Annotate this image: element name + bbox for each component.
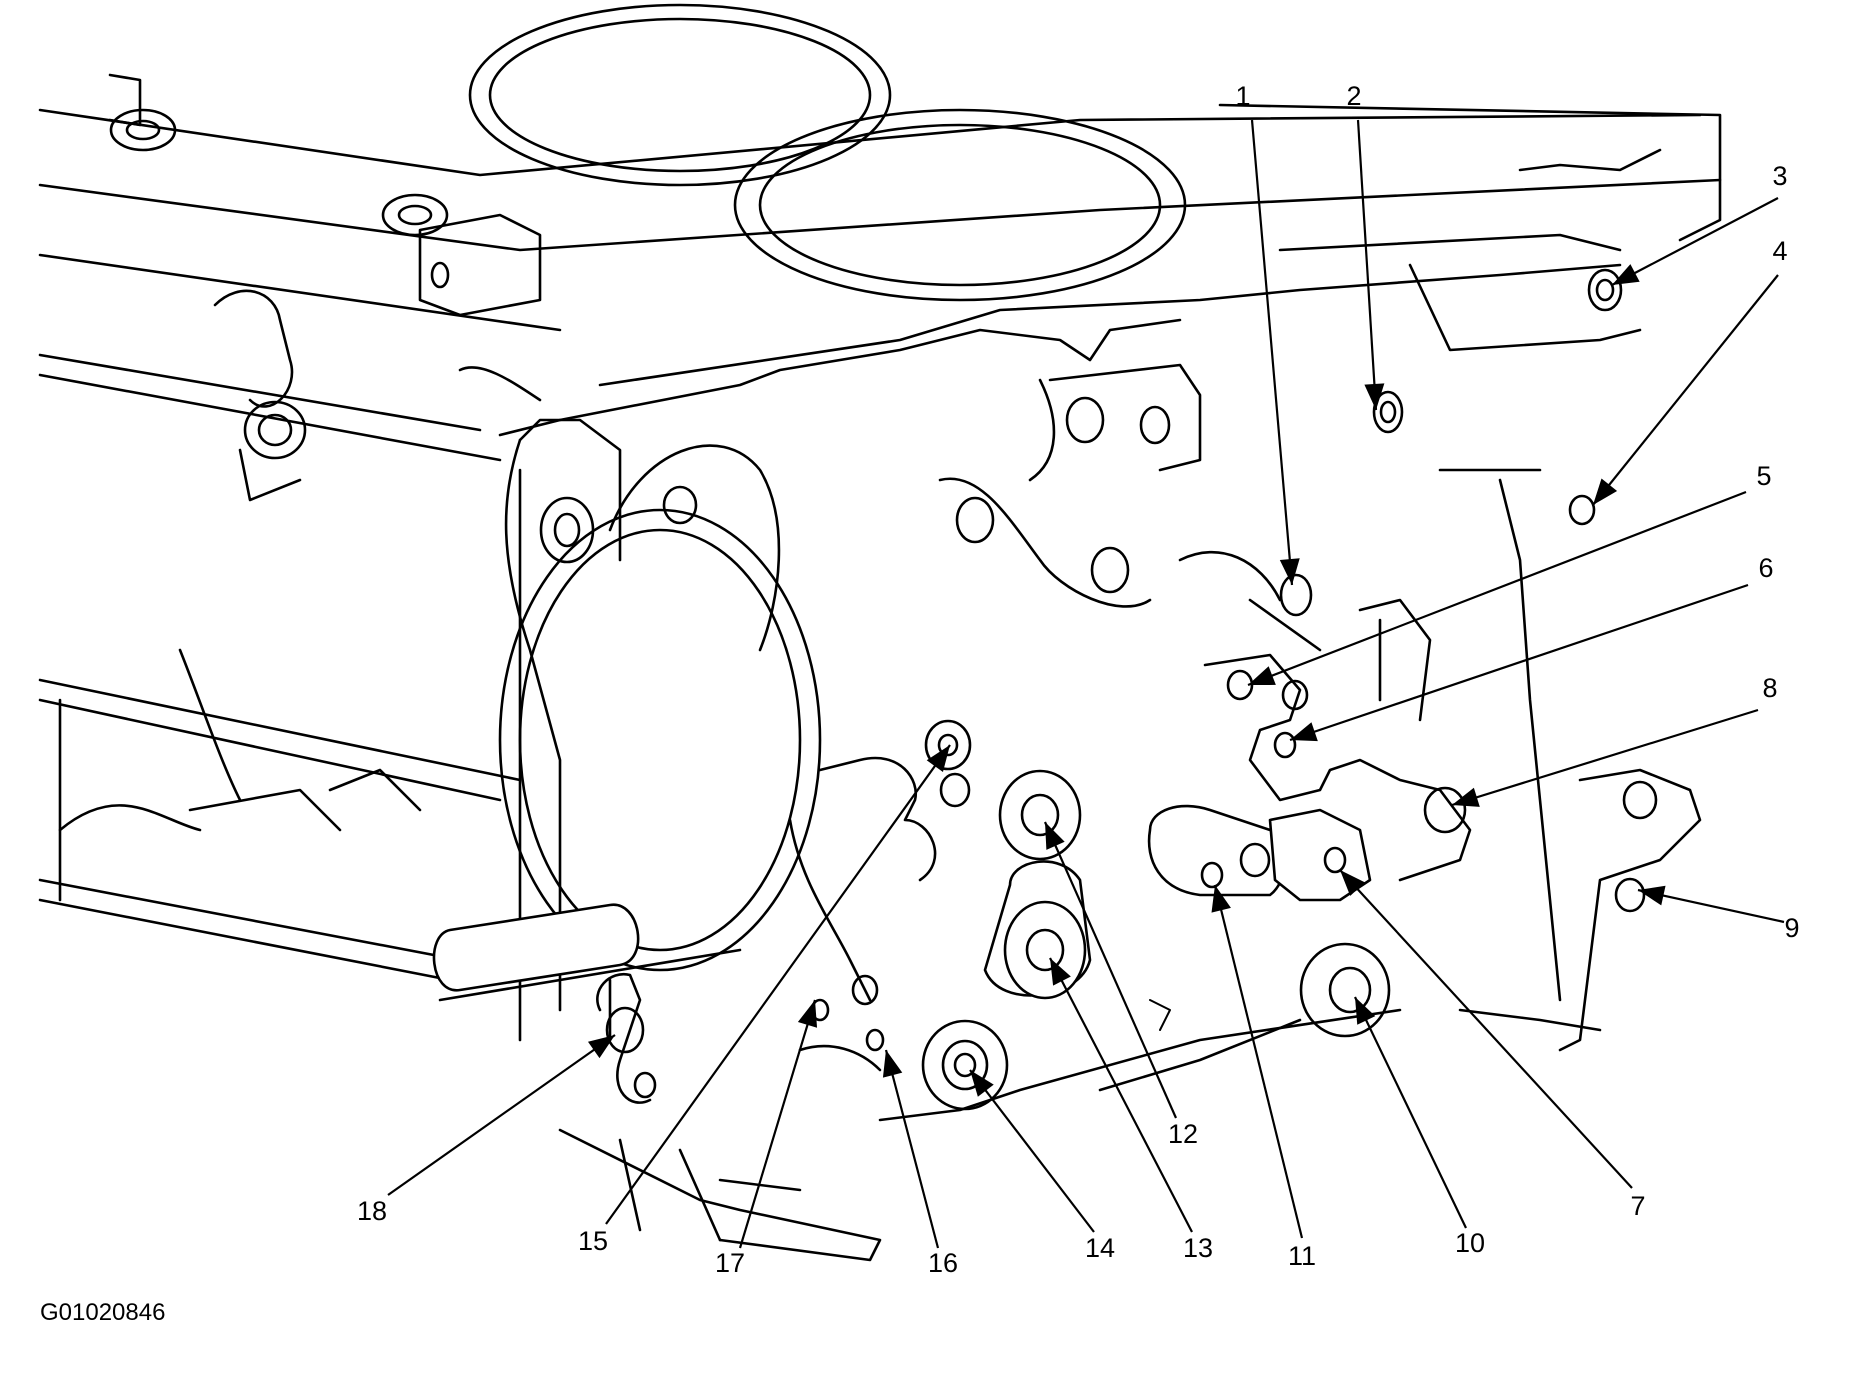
callout-6-label: 6	[1758, 553, 1773, 583]
callout-13-leader-line	[1049, 957, 1193, 1233]
callout-13-arrowhead	[1050, 958, 1071, 986]
callout-11-label: 11	[1288, 1241, 1316, 1271]
callout-7-leader-line	[1339, 869, 1633, 1189]
callout-5-leader-line	[1247, 490, 1747, 687]
callout-12-arrowhead	[1045, 822, 1065, 850]
callout-3-label: 3	[1772, 161, 1787, 191]
callout-10-leader-line	[1354, 996, 1467, 1229]
callout-17-leader-line	[738, 999, 817, 1249]
engine-block-illustration	[38, 3, 1722, 1262]
callout-7-arrowhead	[1340, 870, 1365, 896]
callout-17-label: 17	[715, 1248, 745, 1278]
callout-2-leader-line	[1356, 119, 1378, 411]
callout-17-arrowhead	[797, 1000, 818, 1028]
callout-14-arrowhead	[970, 1070, 994, 1097]
figure-code: G01020846	[40, 1299, 165, 1326]
callout-10-label: 10	[1455, 1228, 1485, 1258]
callout-3-leader-line	[1611, 197, 1779, 286]
callout-8-leader-line	[1451, 708, 1759, 807]
callout-1-label: 1	[1235, 81, 1250, 111]
callout-16-label: 16	[928, 1248, 958, 1278]
callout-1-leader-line	[1250, 119, 1294, 586]
callout-10-arrowhead	[1355, 997, 1376, 1025]
callout-4-label: 4	[1772, 236, 1787, 266]
callout-7-label: 7	[1630, 1191, 1645, 1221]
callout-3-arrowhead	[1612, 264, 1640, 285]
callout-12-label: 12	[1168, 1119, 1198, 1149]
callout-2-label: 2	[1346, 81, 1361, 111]
callout-18-leader-line	[387, 1034, 616, 1196]
callout-11-leader-line	[1213, 884, 1304, 1239]
callout-4-arrowhead	[1593, 478, 1618, 505]
callout-1-arrowhead	[1279, 558, 1300, 585]
callout-9-arrowhead	[1638, 885, 1666, 906]
callout-9-label: 9	[1784, 913, 1799, 943]
callout-4-leader-line	[1592, 274, 1779, 506]
callout-13-label: 13	[1183, 1233, 1213, 1263]
callout-15-label: 15	[578, 1226, 608, 1256]
callout-14-label: 14	[1085, 1233, 1115, 1263]
callout-16-arrowhead	[882, 1050, 903, 1078]
callout-8-label: 8	[1762, 673, 1777, 703]
callout-5-arrowhead	[1248, 666, 1276, 685]
callout-14-leader-line	[969, 1069, 1095, 1233]
callout-16-leader-line	[884, 1049, 940, 1249]
callout-6-leader-line	[1289, 583, 1749, 742]
callout-8-arrowhead	[1452, 787, 1480, 807]
callout-18-label: 18	[357, 1196, 387, 1226]
callout-6-arrowhead	[1290, 722, 1318, 742]
callout-18-arrowhead	[587, 1035, 615, 1059]
callout-5-label: 5	[1756, 461, 1771, 491]
callout-15-arrowhead	[926, 745, 950, 772]
callout-15-leader-line	[605, 744, 951, 1225]
callout-11-arrowhead	[1211, 885, 1231, 913]
callout-12-leader-line	[1043, 821, 1178, 1119]
callout-2-arrowhead	[1364, 383, 1385, 410]
